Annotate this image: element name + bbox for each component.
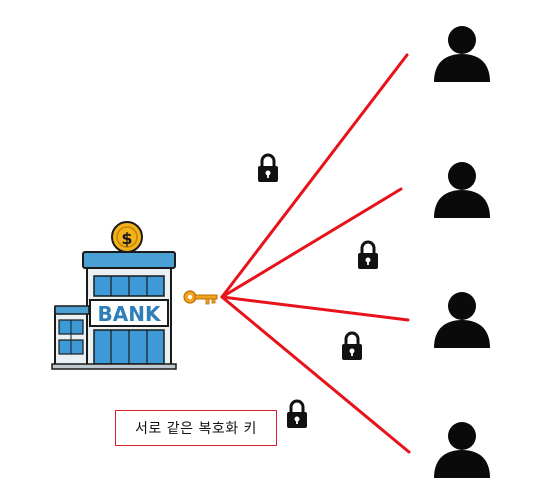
person-icon	[434, 292, 490, 348]
lock-icon	[342, 331, 362, 360]
line-to-person-3	[220, 295, 410, 322]
connection-lines	[220, 53, 411, 454]
key-icon	[183, 290, 218, 305]
bank-building-icon: $ BANK	[51, 221, 177, 370]
caption-box: 서로 같은 복호화 키	[115, 410, 277, 446]
line-to-person-2	[220, 187, 403, 299]
lock-icon	[258, 153, 278, 182]
coin-symbol: $	[121, 229, 132, 248]
lock-icon	[358, 240, 378, 269]
lock-icon	[287, 399, 307, 428]
line-to-person-4	[220, 295, 411, 454]
person-icon	[434, 26, 490, 82]
line-to-person-1	[220, 53, 409, 299]
person-icon	[434, 422, 490, 478]
bank-sign: BANK	[98, 302, 162, 326]
person-icon	[434, 162, 490, 218]
